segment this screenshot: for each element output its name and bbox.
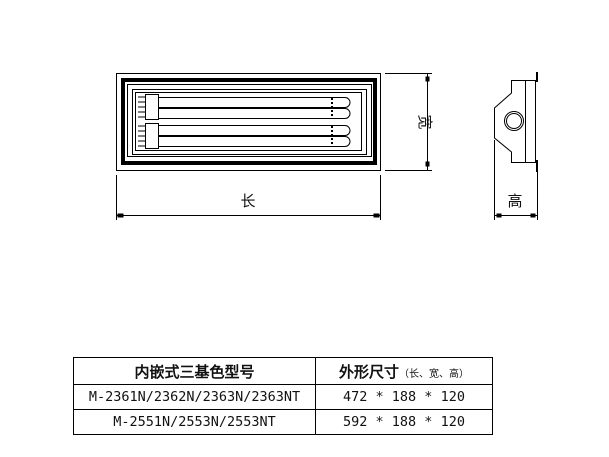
size-cell: 472 * 188 * 120: [315, 384, 493, 410]
side-view: [494, 72, 538, 172]
length-label: 长: [240, 192, 255, 210]
width-dimension: [385, 73, 432, 171]
spec-table: 内嵌式三基色型号 外形尺寸（长、宽、高） M-2361N/2362N/2363N…: [73, 357, 493, 435]
table-header-row: 内嵌式三基色型号 外形尺寸（长、宽、高）: [73, 357, 493, 385]
lamp-tubes: [158, 97, 351, 147]
header-size: 外形尺寸（长、宽、高）: [315, 357, 493, 385]
height-dimension: [494, 140, 538, 220]
table-row: M-2551N/2553N/2553NT 592 * 188 * 120: [73, 409, 493, 435]
table-row: M-2361N/2362N/2363N/2363NT 472 * 188 * 1…: [73, 384, 493, 410]
model-cell: M-2551N/2553N/2553NT: [73, 409, 316, 435]
header-size-label: 外形尺寸: [338, 362, 399, 381]
header-size-note: （长、宽、高）: [399, 368, 469, 380]
height-label: 高: [507, 192, 522, 210]
size-cell: 592 * 188 * 120: [315, 409, 493, 435]
model-cell: M-2361N/2362N/2363N/2363NT: [73, 384, 316, 410]
width-label: 宽: [416, 114, 434, 129]
header-model: 内嵌式三基色型号: [73, 357, 316, 385]
front-view: [116, 73, 381, 171]
lamp-holders: [138, 94, 159, 149]
length-dimension: [116, 175, 381, 220]
